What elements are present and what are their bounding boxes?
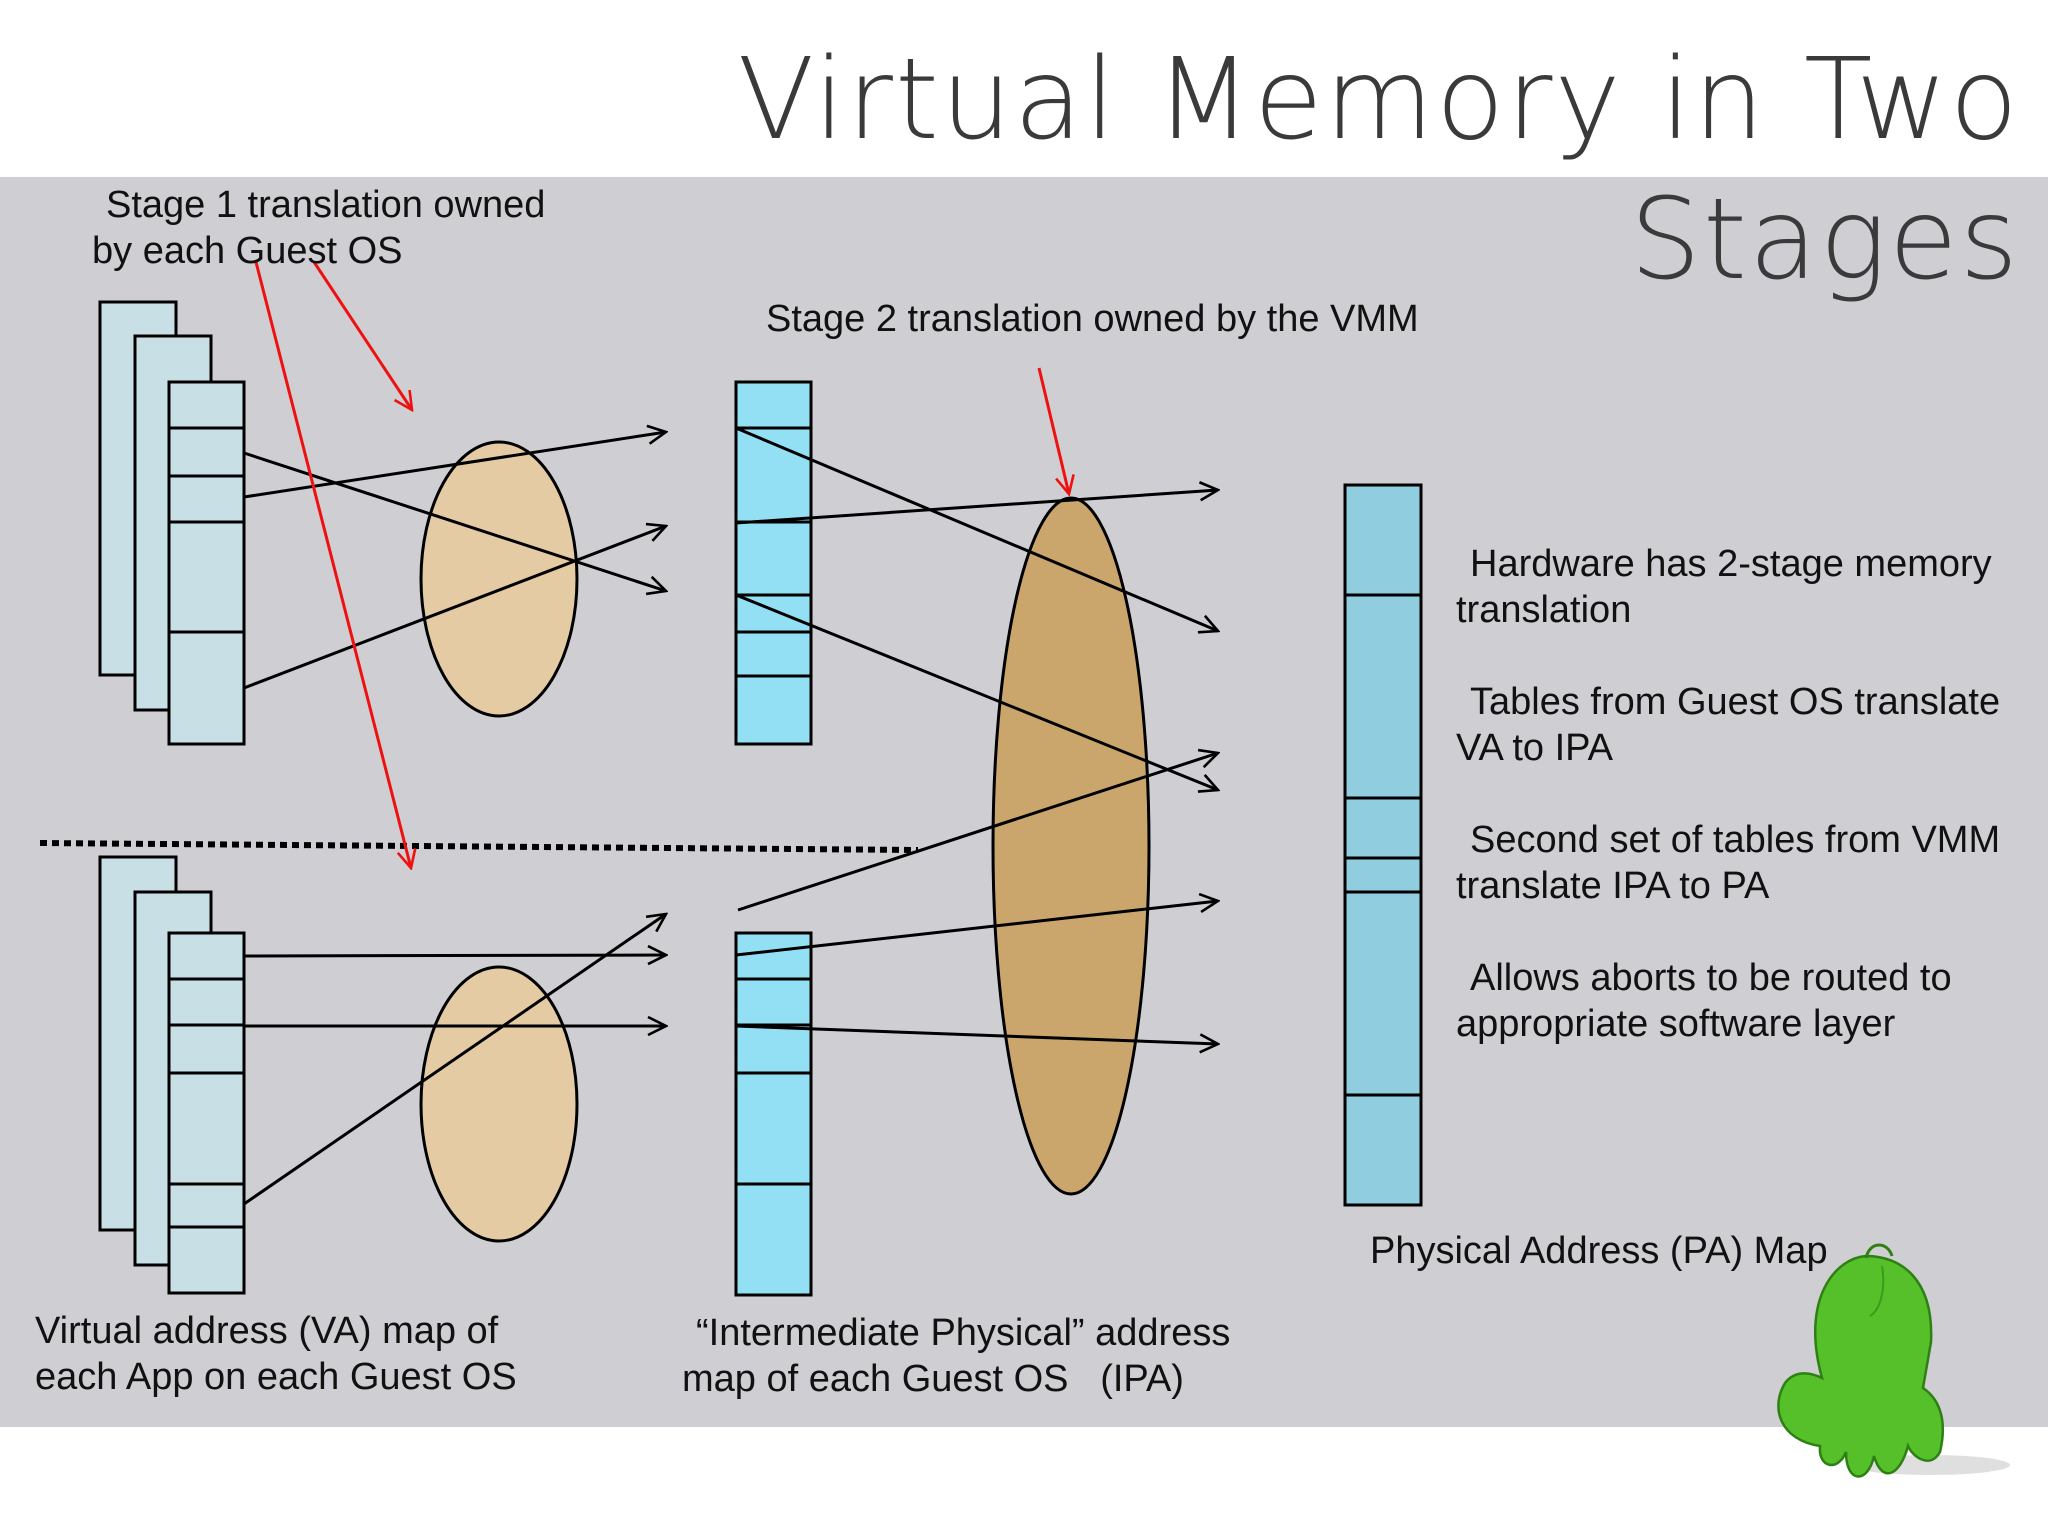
ipa-map-label: “Intermediate Physical” address map of e… [682,1310,1230,1402]
page-title: Virtual Memory in Two Stages [737,35,2020,305]
note-vmm-tables: Second set of tables from VMM translate … [1456,817,2000,909]
stage1-ellipse-bottom [419,965,579,1243]
note-line: Hardware has 2-stage memory [1470,543,1992,585]
pa-map-label: Physical Address (PA) Map [1370,1230,1828,1272]
ipa-map-label-line1: “Intermediate Physical” address [696,1312,1231,1354]
note-line: Second set of tables from VMM [1470,819,2001,861]
stage2-label: Stage 2 translation owned by the VMM [766,298,1419,340]
stage1-arrows-bottom [243,914,666,1206]
note-line: Tables from Guest OS translate [1470,681,2001,723]
note-line: Allows aborts to be routed to [1470,957,1952,999]
va-map-label-line1: Virtual address (VA) map of [35,1310,499,1352]
note-line: appropriate software layer [1456,1003,1896,1045]
stage1-label: Stage 1 translation owned by each Guest … [92,182,545,274]
ipa-table-bottom [734,931,813,1297]
stage2-ellipse [991,496,1151,1196]
va-stack-top [98,300,246,746]
stage1-label-line2: by each Guest OS [92,230,403,272]
ipa-map-label-line2: map of each Guest OS (IPA) [682,1358,1184,1400]
stage1-ellipse-top [419,440,579,718]
va-map-label-line2: each App on each Guest OS [35,1356,517,1398]
stage1-label-line1: Stage 1 translation owned [106,184,546,226]
note-line: translation [1456,589,1632,631]
note-line: translate IPA to PA [1456,865,1770,907]
note-aborts: Allows aborts to be routed to appropriat… [1456,955,1952,1047]
guest-separator [39,840,919,853]
mascot-icon [1777,1243,2010,1478]
annotation-arrows [254,261,1069,868]
note-line: VA to IPA [1456,727,1614,769]
note-hardware: Hardware has 2-stage memory translation [1456,541,1992,633]
va-map-label: Virtual address (VA) map of each App on … [35,1308,517,1400]
va-stack-bottom [98,855,246,1295]
note-guest-tables: Tables from Guest OS translate VA to IPA [1456,679,2000,771]
pa-table [1343,483,1423,1207]
ipa-table-top [734,380,813,746]
stage2-arrows [735,426,1218,1044]
